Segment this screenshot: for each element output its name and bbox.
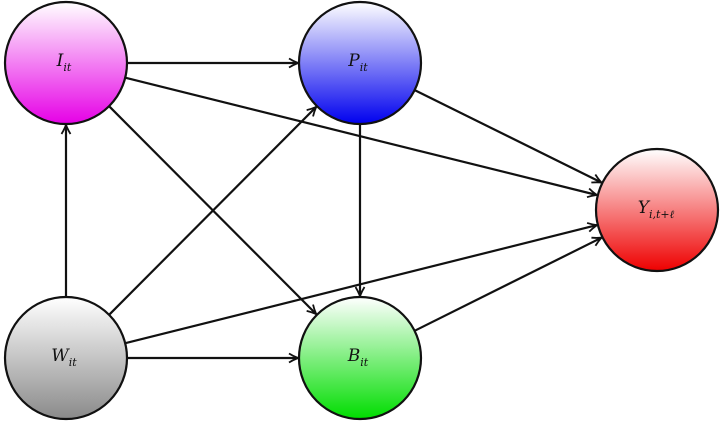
node-P: Pit: [297, 0, 423, 126]
node-Y-circle: [594, 147, 720, 273]
node-P-label: Pit: [347, 51, 368, 74]
node-Y: Yi,t+ℓ: [594, 147, 720, 273]
edge-W-to-Y: [124, 225, 597, 345]
edge-P-to-Y: [414, 89, 602, 182]
node-B-label: Bit: [347, 346, 369, 369]
node-W-label: Wit: [51, 346, 77, 369]
node-B: Bit: [297, 295, 423, 421]
node-I: Iit: [3, 0, 129, 126]
node-I-circle: [3, 0, 129, 126]
node-I-label: Iit: [56, 51, 72, 74]
node-B-circle: [297, 295, 423, 421]
edges-group: [66, 63, 602, 358]
edge-W-to-P: [108, 107, 316, 316]
node-P-circle: [297, 0, 423, 126]
edge-B-to-Y: [414, 238, 602, 332]
node-W-circle: [3, 295, 129, 421]
node-Y-label: Yi,t+ℓ: [638, 198, 675, 221]
node-W: Wit: [3, 295, 129, 421]
